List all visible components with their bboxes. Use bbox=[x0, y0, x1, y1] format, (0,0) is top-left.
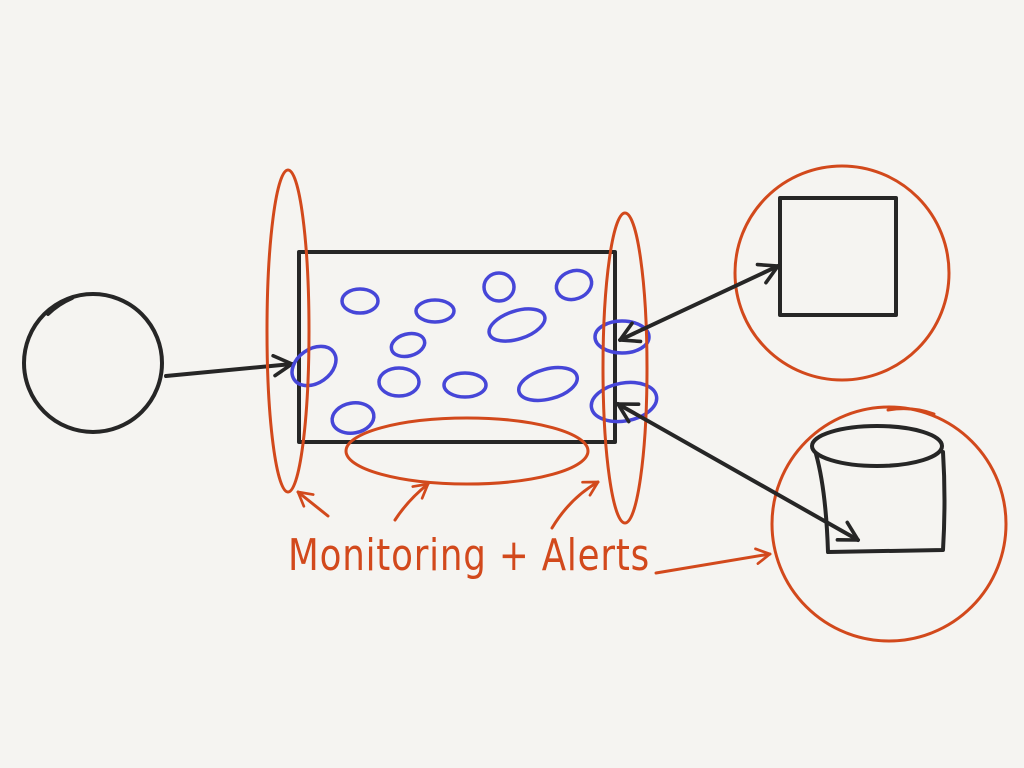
component-oval bbox=[340, 287, 380, 315]
monitor-bottom-ring bbox=[344, 416, 590, 486]
component-oval bbox=[330, 401, 376, 435]
system-components bbox=[290, 268, 659, 435]
component-oval bbox=[589, 380, 659, 424]
component-oval bbox=[554, 268, 594, 302]
component-oval bbox=[389, 331, 427, 359]
component-oval bbox=[487, 307, 547, 343]
monitor-right-ring bbox=[601, 211, 649, 525]
client-circle bbox=[22, 292, 164, 434]
system-to-database-arrow bbox=[616, 402, 860, 542]
monitor-left-ring bbox=[265, 168, 311, 494]
component-oval bbox=[414, 298, 456, 324]
component-oval bbox=[442, 371, 488, 399]
component-oval bbox=[482, 271, 516, 303]
database-bucket bbox=[770, 405, 1008, 643]
system-box bbox=[297, 250, 617, 444]
component-oval bbox=[377, 366, 421, 398]
component-oval bbox=[517, 365, 579, 403]
annotation-arrows bbox=[296, 480, 772, 575]
component-oval bbox=[290, 344, 338, 388]
caption-text: Monitoring + Alerts bbox=[288, 530, 650, 581]
client-to-system-arrow bbox=[164, 353, 294, 378]
system-to-square-arrow bbox=[618, 262, 780, 344]
